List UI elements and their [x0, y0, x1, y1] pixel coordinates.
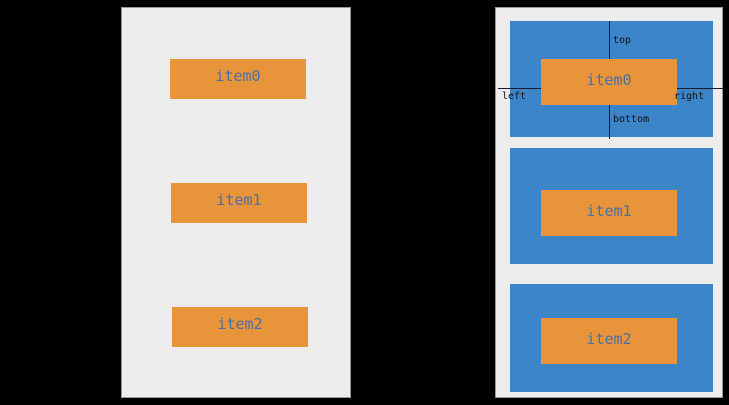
left-item-box-0[interactable]: item0 [170, 59, 306, 99]
right-item-label-0: item0 [586, 71, 632, 89]
margin-guide-label-top: top [613, 35, 632, 46]
left-item-label-0: item0 [215, 67, 261, 85]
left-panel: item0 item1 item2 [121, 7, 351, 398]
left-item-label-1: item1 [216, 191, 262, 209]
right-item-label-2: item2 [586, 330, 632, 348]
margin-guide-line-top [609, 21, 610, 69]
margin-guide-line-left [498, 88, 546, 89]
right-panel: item0 item1 item2 top bottom left right [495, 7, 723, 398]
margin-guide-line-bottom [609, 103, 610, 139]
margin-guide-line-right [670, 88, 723, 89]
margin-guide-label-left: left [502, 91, 527, 102]
left-item-box-1[interactable]: item1 [171, 183, 307, 223]
margin-guide-label-right: right [674, 91, 705, 102]
right-item-box-2[interactable]: item2 [541, 318, 677, 364]
left-item-box-2[interactable]: item2 [172, 307, 308, 347]
right-item-label-1: item1 [586, 202, 632, 220]
left-item-label-2: item2 [217, 315, 263, 333]
right-item-box-1[interactable]: item1 [541, 190, 677, 236]
margin-guide-label-bottom: bottom [613, 114, 650, 125]
right-item-box-0[interactable]: item0 [541, 59, 677, 105]
